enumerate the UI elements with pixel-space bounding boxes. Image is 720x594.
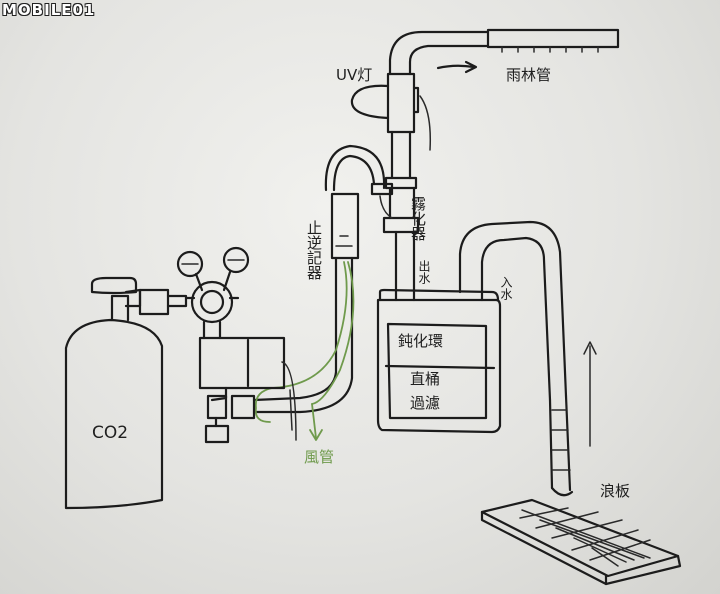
filter-bucket	[376, 288, 502, 434]
co2-label: CO2	[92, 423, 128, 443]
check-valve-label: 止逆記器	[305, 220, 323, 280]
air-tube-label: 風管	[304, 448, 334, 466]
uv-lamp-label: UV灯	[336, 66, 372, 84]
wave-board-label: 浪板	[600, 482, 630, 500]
mobile01-watermark: MOBILE01	[2, 1, 96, 19]
flow-arrow-up	[583, 341, 597, 447]
check-valve	[252, 144, 386, 414]
co2-regulator	[176, 246, 250, 340]
flow-arrow-right	[436, 60, 478, 74]
co2-cylinder	[64, 276, 188, 510]
air-tube	[254, 261, 355, 441]
atomizer	[370, 130, 420, 302]
in-water-label: 入水	[499, 276, 513, 300]
wave-board	[480, 498, 682, 586]
out-water-label: 出水	[417, 260, 431, 284]
wave-maker-pipe	[458, 220, 574, 497]
uv-lamp	[350, 72, 432, 151]
filter-line-3: 過濾	[410, 394, 440, 412]
shower-pipe-label: 雨林管	[506, 66, 551, 84]
atomizer-label: 霧化器	[409, 196, 427, 241]
filter-line-2: 直桶	[410, 370, 440, 388]
needle-valve	[204, 386, 256, 444]
solenoid-box	[198, 336, 297, 441]
filter-line-1: 鈍化環	[398, 332, 443, 350]
shower-pipe	[388, 28, 620, 76]
